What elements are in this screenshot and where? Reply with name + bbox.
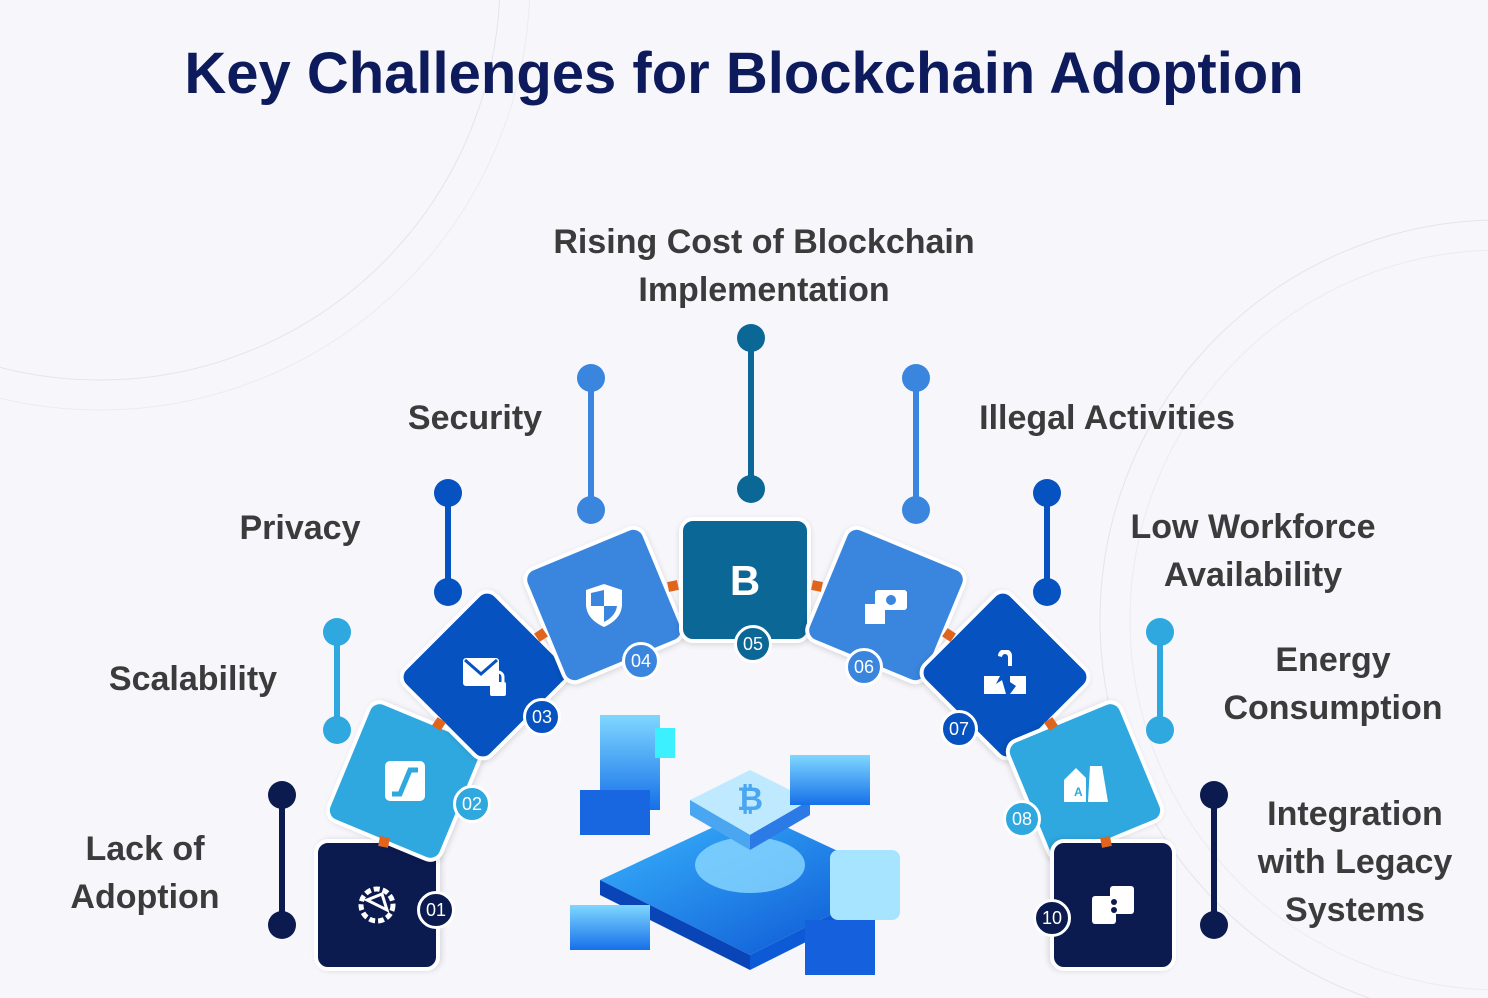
pin-dot <box>577 364 605 392</box>
label-line: Security <box>407 399 543 437</box>
challenge-number: 01 <box>417 891 455 929</box>
network-gear-icon <box>352 880 402 930</box>
pin-dot <box>1146 716 1174 744</box>
label-line: Illegal Activities <box>979 399 1235 437</box>
pin-connector <box>268 781 296 939</box>
blockchain-illustration: ₿ <box>570 715 900 975</box>
mail-lock-icon <box>460 650 510 700</box>
pin-dot <box>323 716 351 744</box>
challenge-tile[interactable] <box>519 521 690 689</box>
challenge-number: 03 <box>523 698 561 736</box>
challenge-tile[interactable] <box>913 583 1097 767</box>
challenge-tile[interactable] <box>393 583 576 767</box>
pin-connector <box>577 364 605 524</box>
pin-dot <box>1033 479 1061 507</box>
challenge-label: Scalability <box>109 655 277 703</box>
connector <box>378 835 390 848</box>
page-title: Key Challenges for Blockchain Adoption <box>184 41 1304 106</box>
shield-icon <box>579 580 629 630</box>
pin-connector <box>1033 479 1061 606</box>
pin-connector <box>434 479 462 606</box>
label-line: Consumption <box>1223 689 1443 727</box>
legacy-puzzle-icon <box>1088 880 1138 930</box>
challenge-label: Security <box>408 394 542 442</box>
pin-dot <box>1033 578 1061 606</box>
challenge-number: 10 <box>1033 899 1071 937</box>
pin-connector <box>902 364 930 524</box>
label-line: Availability <box>1163 556 1343 594</box>
svg-text:A: A <box>1074 785 1083 799</box>
label-line: Integration <box>1267 795 1443 833</box>
pin-dot <box>1200 781 1228 809</box>
challenge-number: 04 <box>622 642 660 680</box>
challenge-tile[interactable]: B <box>679 517 811 643</box>
pin-connector <box>323 618 351 744</box>
pin-dot <box>577 496 605 524</box>
challenge-label: Privacy <box>240 504 361 552</box>
pin-dot <box>737 475 765 503</box>
broken-faucet-icon <box>980 650 1030 700</box>
label-line: Rising Cost of Blockchain <box>553 223 975 261</box>
challenge-label: Illegal Activities <box>979 394 1235 442</box>
pin-connector <box>1200 781 1228 939</box>
label-line: Lack of <box>85 830 205 868</box>
pin-dot <box>268 781 296 809</box>
pin-dot <box>268 911 296 939</box>
scale-curve-icon <box>380 756 430 806</box>
challenge-tile[interactable] <box>800 521 971 689</box>
label-line: Implementation <box>638 271 890 309</box>
pin-connector <box>1146 618 1174 744</box>
money-hand-icon <box>861 580 911 630</box>
pin-dot <box>434 479 462 507</box>
challenge-tile[interactable]: A <box>1001 695 1169 866</box>
pin-dot <box>323 618 351 646</box>
challenge-number: 06 <box>845 648 883 686</box>
label-line: Scalability <box>108 660 278 698</box>
label-line: Energy <box>1275 641 1391 679</box>
connector <box>810 580 823 593</box>
challenge-tile[interactable] <box>321 695 489 866</box>
challenge-tile[interactable] <box>314 839 440 971</box>
challenge-number: 07 <box>940 710 978 748</box>
pin-dot <box>1146 618 1174 646</box>
label-line: Low Workforce <box>1130 508 1376 546</box>
label-line: Adoption <box>70 878 220 916</box>
label-line: with Legacy <box>1257 843 1453 881</box>
svg-text:₿: ₿ <box>737 781 763 817</box>
pin-dot <box>434 578 462 606</box>
challenge-number: 08 <box>1003 800 1041 838</box>
pin-dot <box>902 496 930 524</box>
connector <box>1100 835 1112 848</box>
challenge-tile[interactable] <box>1050 839 1176 971</box>
pin-dot <box>737 324 765 352</box>
pin-dot <box>1200 911 1228 939</box>
label-line: Systems <box>1285 891 1425 929</box>
challenge-label: Lack of Adoption <box>70 825 219 921</box>
label-line: Privacy <box>239 509 361 547</box>
pin-connector <box>737 324 765 503</box>
bitcoin-icon: B <box>720 555 770 605</box>
svg-text:B: B <box>730 557 760 604</box>
house-energy-icon: A <box>1060 756 1110 806</box>
challenge-number: 02 <box>453 785 491 823</box>
challenge-number: 05 <box>734 625 772 663</box>
pin-dot <box>902 364 930 392</box>
